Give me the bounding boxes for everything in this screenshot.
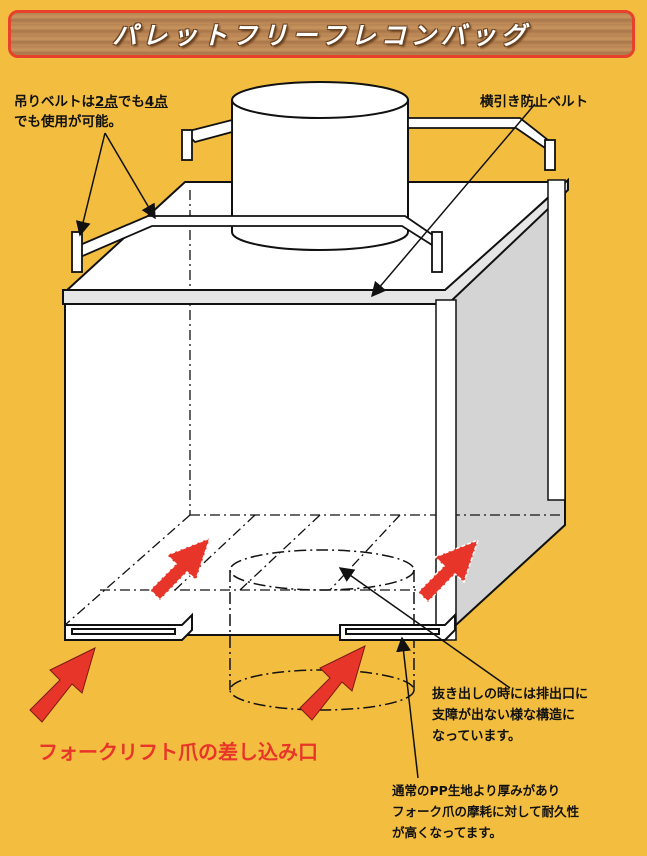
outlet-note-line1: 抜き出しの時には排出口に xyxy=(432,687,589,702)
fork-slot-label: フォークリフト爪の差し込み口 xyxy=(38,740,318,764)
side-belt xyxy=(62,177,569,305)
diagram-title: パレットフリーフレコンバッグ xyxy=(112,21,531,50)
belt-note-four-points: 4点 xyxy=(144,94,168,110)
fork-arrow-inner-left xyxy=(148,536,212,602)
lifting-belt-note: 吊りベルトは2点でも4点 でも使用が可能。 xyxy=(14,92,168,132)
back-right-belt xyxy=(547,179,566,501)
lifting-belts xyxy=(71,117,556,273)
top-spout xyxy=(231,81,409,251)
pp-note-line3: が高くなってます。 xyxy=(392,825,503,840)
pp-fabric-note: 通常のPP生地より厚みがあり フォーク爪の摩耗に対して耐久性 が高くなってます。 xyxy=(392,780,579,843)
fork-arrow-right xyxy=(299,645,366,721)
belt-note-text-c: でも xyxy=(117,94,145,110)
title-banner: パレットフリーフレコンバッグ xyxy=(8,10,635,58)
fork-arrow-left xyxy=(29,647,96,723)
outlet-note-line3: なっています。 xyxy=(432,729,522,744)
belt-note-two-points: 2点 xyxy=(95,94,118,110)
pp-note-line1: 通常のPP生地より厚みがあり xyxy=(392,783,561,798)
side-belt-label: 横引き防止ベルト xyxy=(480,94,588,110)
fork-arrows-solid xyxy=(29,645,366,723)
outlet-note-line2: 支障が出ない様な構造に xyxy=(432,708,576,723)
pp-note-line2: フォーク爪の摩耗に対して耐久性 xyxy=(392,804,580,819)
fork-slots xyxy=(64,612,456,641)
belt-note-line2: でも使用が可能。 xyxy=(14,114,122,130)
bag-front-face xyxy=(64,301,446,636)
fork-arrows-hidden xyxy=(148,536,480,604)
leader-lines xyxy=(75,103,536,779)
belt-note-text-a: 吊りベルトは xyxy=(14,94,95,110)
outlet-note: 抜き出しの時には排出口に 支障が出ない様な構造に なっています。 xyxy=(432,684,588,747)
fork-arrow-inner-right xyxy=(416,538,480,604)
